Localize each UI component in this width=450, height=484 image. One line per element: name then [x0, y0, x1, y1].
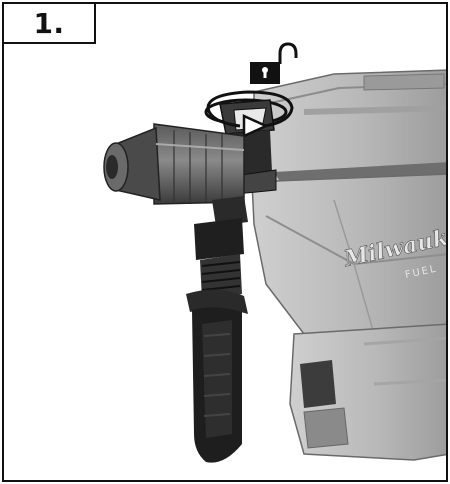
step-number: 1.: [33, 6, 65, 40]
tool-illustration: Milwaukee FUEL: [103, 42, 446, 463]
step-number-box: 1.: [4, 4, 96, 44]
side-handle: [186, 196, 248, 463]
unlocked-padlock-icon: [250, 42, 298, 84]
hammer-housing: [251, 69, 446, 461]
rotate-arrow-icon: [206, 90, 294, 138]
drill-chuck: [103, 123, 245, 205]
